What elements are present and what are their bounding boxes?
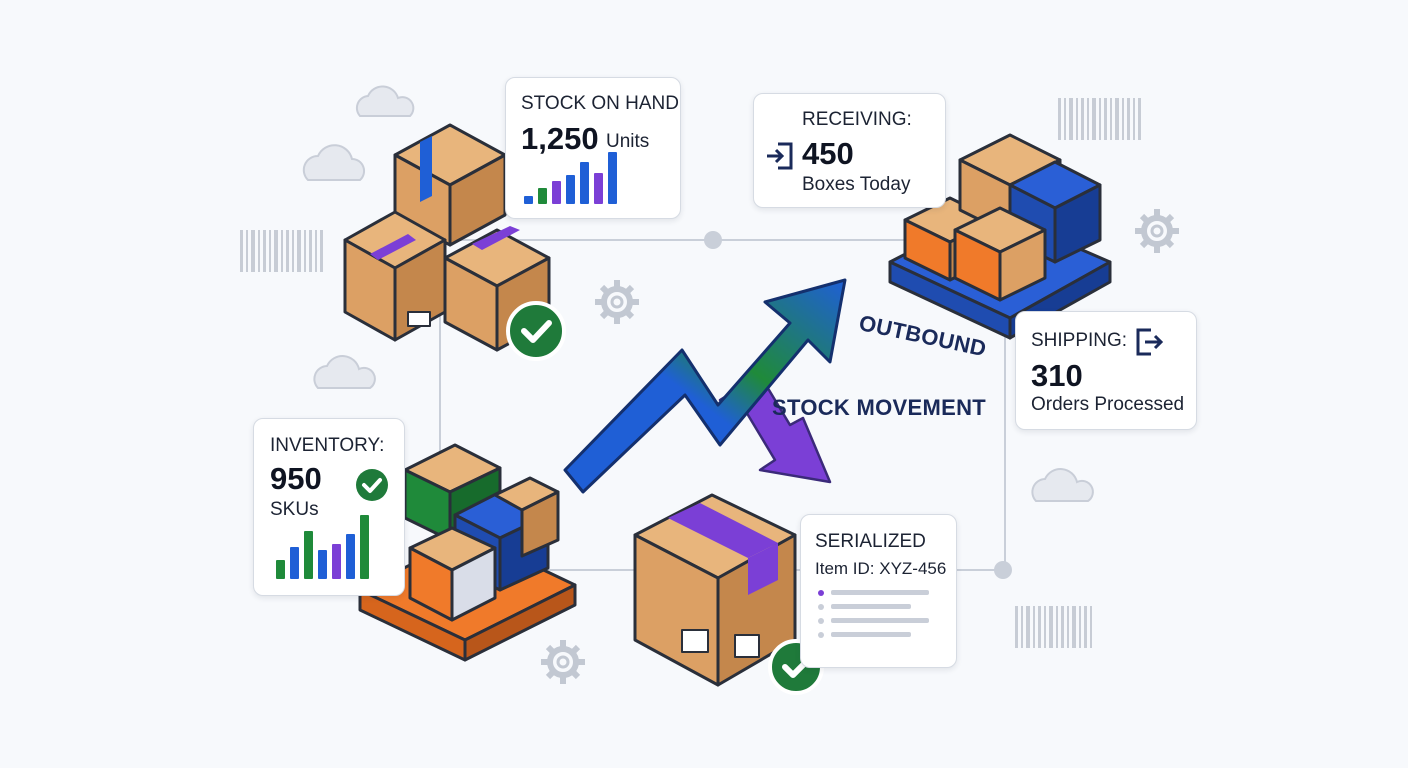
serialized-label: SERIALIZED <box>815 531 926 552</box>
serialized-item-id: Item ID: XYZ-456 <box>815 559 947 578</box>
inventory-label: INVENTORY: <box>270 435 385 456</box>
barcode-icon <box>1015 606 1092 648</box>
connector-node <box>994 561 1012 579</box>
inventory-chart <box>276 515 369 579</box>
gear-icon <box>541 640 585 684</box>
chart-bar <box>318 550 327 579</box>
receiving-label: RECEIVING: <box>802 109 912 130</box>
barcode-icon <box>240 230 323 272</box>
receiving-value: 450 <box>802 136 854 171</box>
stock-on-hand-label: STOCK ON HAND <box>521 93 680 114</box>
inventory-sub: SKUs <box>270 499 319 520</box>
stock-movement-label: STOCK MOVEMENT <box>772 395 987 420</box>
cloud-icon <box>302 144 366 181</box>
box-serialized <box>633 493 797 687</box>
stock-on-hand-unit: Units <box>606 131 650 152</box>
login-icon <box>767 142 793 170</box>
chart-bar <box>360 515 369 579</box>
pallet-inventory <box>358 443 577 662</box>
barcode-icon <box>1058 98 1141 140</box>
shipping-sub: Orders Processed <box>1031 394 1185 415</box>
gear-icon <box>1135 209 1179 253</box>
connector-node <box>704 231 722 249</box>
detail-lines <box>818 590 929 638</box>
chart-bar <box>346 534 355 579</box>
check-icon <box>356 469 388 501</box>
chart-bar <box>304 531 313 579</box>
chart-bar <box>290 547 299 579</box>
inventory-value: 950 <box>270 461 322 496</box>
chart-bar <box>566 175 575 204</box>
serialized-card: SERIALIZED Item ID: XYZ-456 <box>800 514 957 668</box>
chart-bar <box>276 560 285 579</box>
inventory-card: INVENTORY: 950 SKUs <box>253 418 405 596</box>
arrow-blue <box>563 278 847 494</box>
receiving-card: RECEIVING: 450 Boxes Today <box>753 93 946 208</box>
check-icon <box>506 301 566 361</box>
stock-on-hand-value: 1,250 <box>521 121 599 156</box>
stock-on-hand-card: STOCK ON HAND 1,250 Units <box>505 77 681 219</box>
chart-bar <box>552 181 561 204</box>
cloud-icon <box>355 85 415 117</box>
shipping-label: SHIPPING: <box>1031 330 1128 351</box>
logout-icon <box>1136 328 1164 356</box>
chart-bar <box>538 188 547 204</box>
shipping-card: SHIPPING: 310 Orders Processed <box>1015 311 1197 430</box>
chart-bar <box>580 162 589 204</box>
cloud-icon <box>313 355 376 389</box>
chart-bar <box>608 152 617 204</box>
chart-bar <box>524 196 533 204</box>
cloud-icon <box>1031 468 1094 502</box>
shipping-value: 310 <box>1031 358 1083 393</box>
chart-bar <box>594 173 603 204</box>
receiving-sub: Boxes Today <box>802 174 911 195</box>
gear-icon <box>595 280 639 324</box>
chart-bar <box>332 544 341 579</box>
stock-on-hand-chart <box>524 152 617 204</box>
